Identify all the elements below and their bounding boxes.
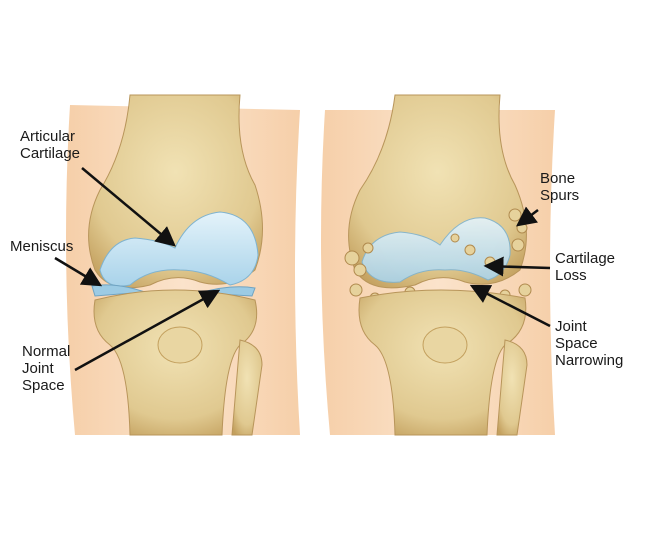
label-line: Normal bbox=[22, 343, 71, 360]
label-bone-spurs: Bone Spurs bbox=[540, 170, 579, 204]
label-normal-joint-space: Normal Joint Space bbox=[22, 343, 70, 394]
arrow-articular-cartilage bbox=[81, 167, 176, 247]
label-line: Loss bbox=[555, 267, 587, 284]
label-articular-cartilage: Articular Cartilage bbox=[20, 128, 80, 162]
label-line: Articular bbox=[20, 128, 76, 145]
pointer-arrows bbox=[54, 167, 551, 372]
damaged-cartilage-shape bbox=[361, 217, 511, 283]
label-cartilage-loss: Cartilage Loss bbox=[555, 250, 615, 284]
arrow-normal-joint-space bbox=[74, 289, 221, 372]
articular-cartilage-shape bbox=[99, 211, 259, 287]
label-line: Cartilage bbox=[20, 145, 81, 162]
normal-knee bbox=[66, 94, 300, 436]
label-line: Bone bbox=[540, 170, 576, 187]
arrow-joint-space-narrowing bbox=[469, 284, 551, 328]
label-line: Joint bbox=[22, 360, 54, 377]
label-joint-space-narrowing: Joint Space Narrowing bbox=[555, 318, 623, 369]
arrow-cartilage-loss bbox=[483, 256, 551, 277]
arthritic-knee bbox=[321, 94, 555, 436]
label-line: Meniscus bbox=[10, 238, 74, 255]
label-line: Space bbox=[555, 335, 598, 352]
label-line: Space bbox=[22, 377, 65, 394]
fibula-right bbox=[496, 339, 528, 436]
label-line: Spurs bbox=[540, 187, 580, 204]
label-line: Cartilage bbox=[555, 250, 616, 267]
arrow-bone-spurs bbox=[516, 206, 539, 227]
label-line: Joint bbox=[555, 318, 587, 335]
arrow-meniscus bbox=[54, 256, 103, 287]
fibula-left bbox=[231, 339, 263, 436]
label-line: Narrowing bbox=[555, 352, 624, 369]
label-meniscus: Meniscus bbox=[10, 238, 73, 255]
